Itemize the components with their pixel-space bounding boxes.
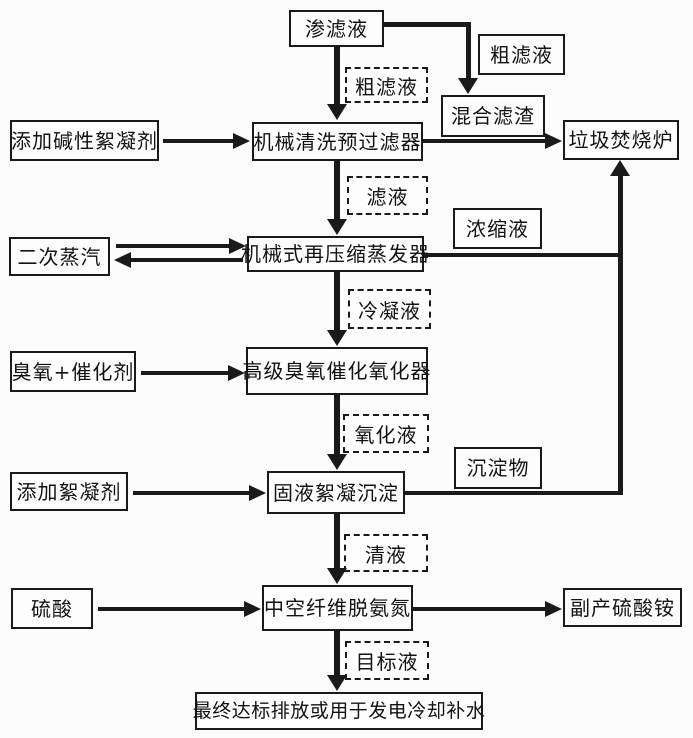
node-secondary-steam: 二次蒸汽 (9, 237, 110, 276)
node-hollow-fiber-deammonia: 中空纤维脱氨氮 (262, 585, 413, 631)
stream-label-clear-liquid: 清液 (344, 534, 428, 572)
node-prefilter: 机械清洗预过滤器 (252, 122, 423, 161)
node-incinerator: 垃圾焚烧炉 (563, 120, 679, 160)
node-final-discharge: 最终达标排放或用于发电冷却补水 (193, 692, 485, 730)
node-leachate: 渗滤液 (289, 10, 384, 47)
node-ozone-oxidizer: 高级臭氧催化氧化器 (243, 347, 431, 395)
node-coarse-filtrate-out: 粗滤液 (478, 34, 565, 75)
stream-label-oxidized-liquid: 氧化液 (343, 414, 429, 453)
stream-label-target-liquid: 目标液 (345, 641, 429, 680)
node-add-alkaline-flocculant: 添加碱性絮凝剂 (10, 120, 159, 161)
node-concentrate: 浓缩液 (453, 208, 542, 249)
node-ozone-catalyst: 臭氧+催化剂 (10, 351, 136, 392)
node-mixed-residue: 混合滤渣 (441, 95, 545, 137)
stream-label-condensate: 冷凝液 (348, 289, 431, 329)
node-sediment: 沉淀物 (454, 447, 542, 489)
node-add-flocculant: 添加絮凝剂 (10, 472, 128, 511)
stream-label-coarse-filtrate: 粗滤液 (345, 67, 428, 103)
node-sulfuric-acid: 硫酸 (11, 588, 93, 629)
node-mvr-evaporator: 机械式再压缩蒸发器 (241, 236, 429, 272)
stream-label-filtrate: 滤液 (347, 176, 428, 215)
node-ammonium-sulfate-byproduct: 副产硫酸铵 (563, 588, 682, 627)
node-flocculation-sedimentation: 固液絮凝沉淀 (267, 471, 405, 514)
